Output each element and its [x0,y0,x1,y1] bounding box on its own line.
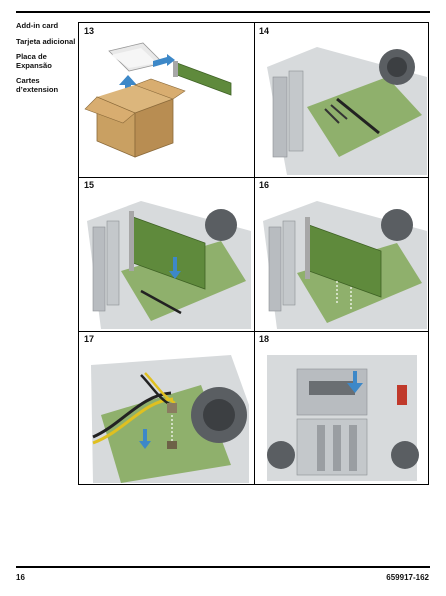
step-18-illustration [267,355,419,481]
grid-divider-vertical [254,23,255,484]
top-rule [16,11,430,13]
steps-grid: 13 14 15 [78,22,429,485]
step-14-illustration [257,37,427,175]
step-17-number: 17 [84,334,95,344]
page-number: 16 [16,573,25,582]
label-portuguese: Placa de Expansão [16,52,52,70]
label-spanish: Tarjeta adicional [16,36,76,46]
step-15-illustration [87,201,251,329]
document-number: 659917-162 [386,573,429,582]
bottom-rule [16,566,430,568]
step-16-number: 16 [259,180,270,190]
step-13-illustration [84,42,232,158]
step-18-number: 18 [259,334,270,344]
sidebar-labels: Add-in card Tarjeta adicional Placa de E… [16,21,76,101]
grid-divider-row2 [79,331,428,332]
step-14-number: 14 [259,26,270,36]
step-13-number: 13 [84,26,95,36]
step-15-number: 15 [84,180,95,190]
grid-divider-row1 [79,177,428,178]
step-16-illustration [263,201,427,329]
step-17-illustration [91,355,249,483]
label-english: Add-in card [16,21,59,30]
label-french: Cartes d’extension [16,76,59,94]
